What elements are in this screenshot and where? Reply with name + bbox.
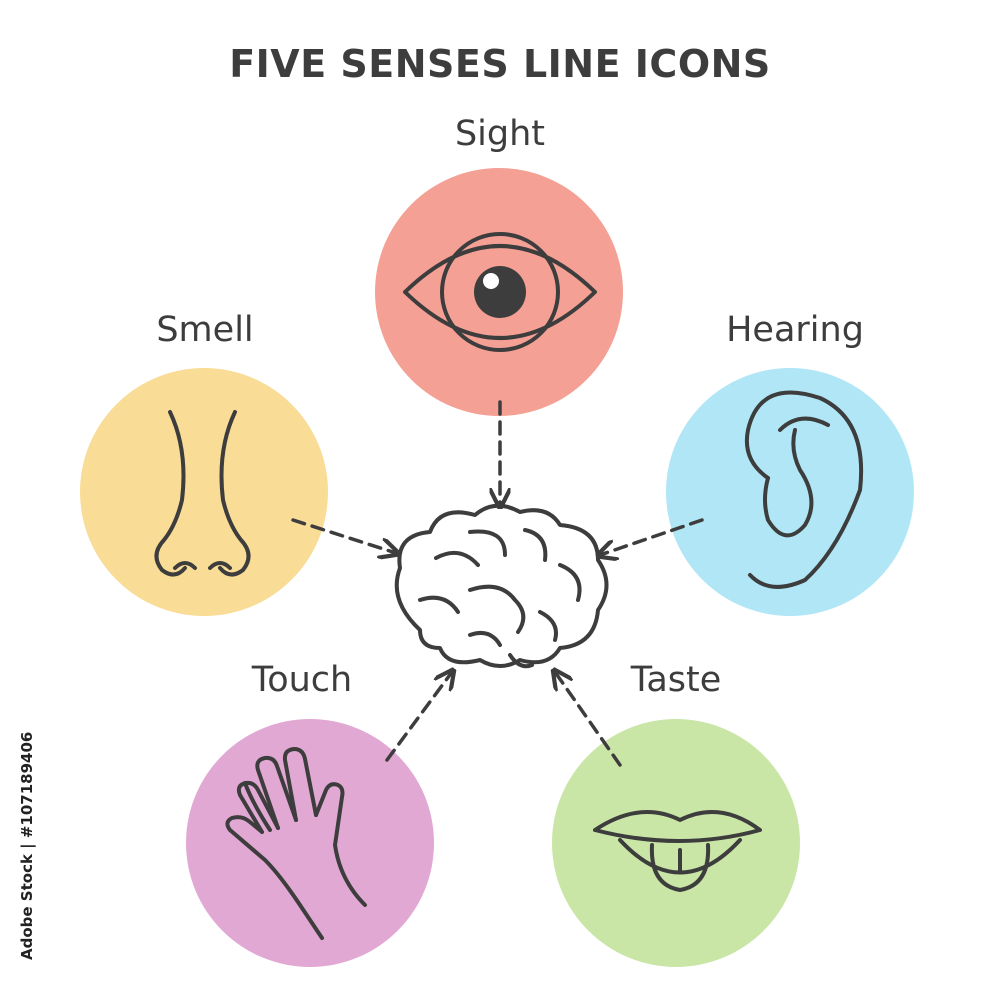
diagram-title: FIVE SENSES LINE ICONS bbox=[229, 42, 771, 86]
ear-icon bbox=[745, 390, 864, 589]
stock-id: Adobe Stock | #107189406 bbox=[18, 731, 36, 960]
arrow-smell-to-brain bbox=[291, 518, 396, 553]
hand-icon bbox=[225, 747, 367, 940]
tongue-icon bbox=[593, 810, 762, 892]
label-sight: Sight bbox=[454, 114, 546, 154]
brain-icon bbox=[394, 503, 609, 669]
circle-smell bbox=[80, 368, 328, 616]
circle-touch bbox=[186, 719, 434, 967]
circle-taste bbox=[552, 719, 800, 967]
arrow-taste-to-brain bbox=[555, 672, 622, 767]
nose-icon bbox=[154, 410, 251, 577]
arrow-hearing-to-brain bbox=[600, 518, 704, 555]
circle-hearing bbox=[666, 368, 914, 616]
label-touch: Touch bbox=[251, 660, 353, 700]
label-hearing: Hearing bbox=[726, 310, 864, 350]
arrow-touch-to-brain bbox=[385, 672, 452, 762]
eye-icon bbox=[403, 232, 597, 352]
label-smell: Smell bbox=[156, 310, 254, 350]
label-taste: Taste bbox=[630, 660, 722, 700]
